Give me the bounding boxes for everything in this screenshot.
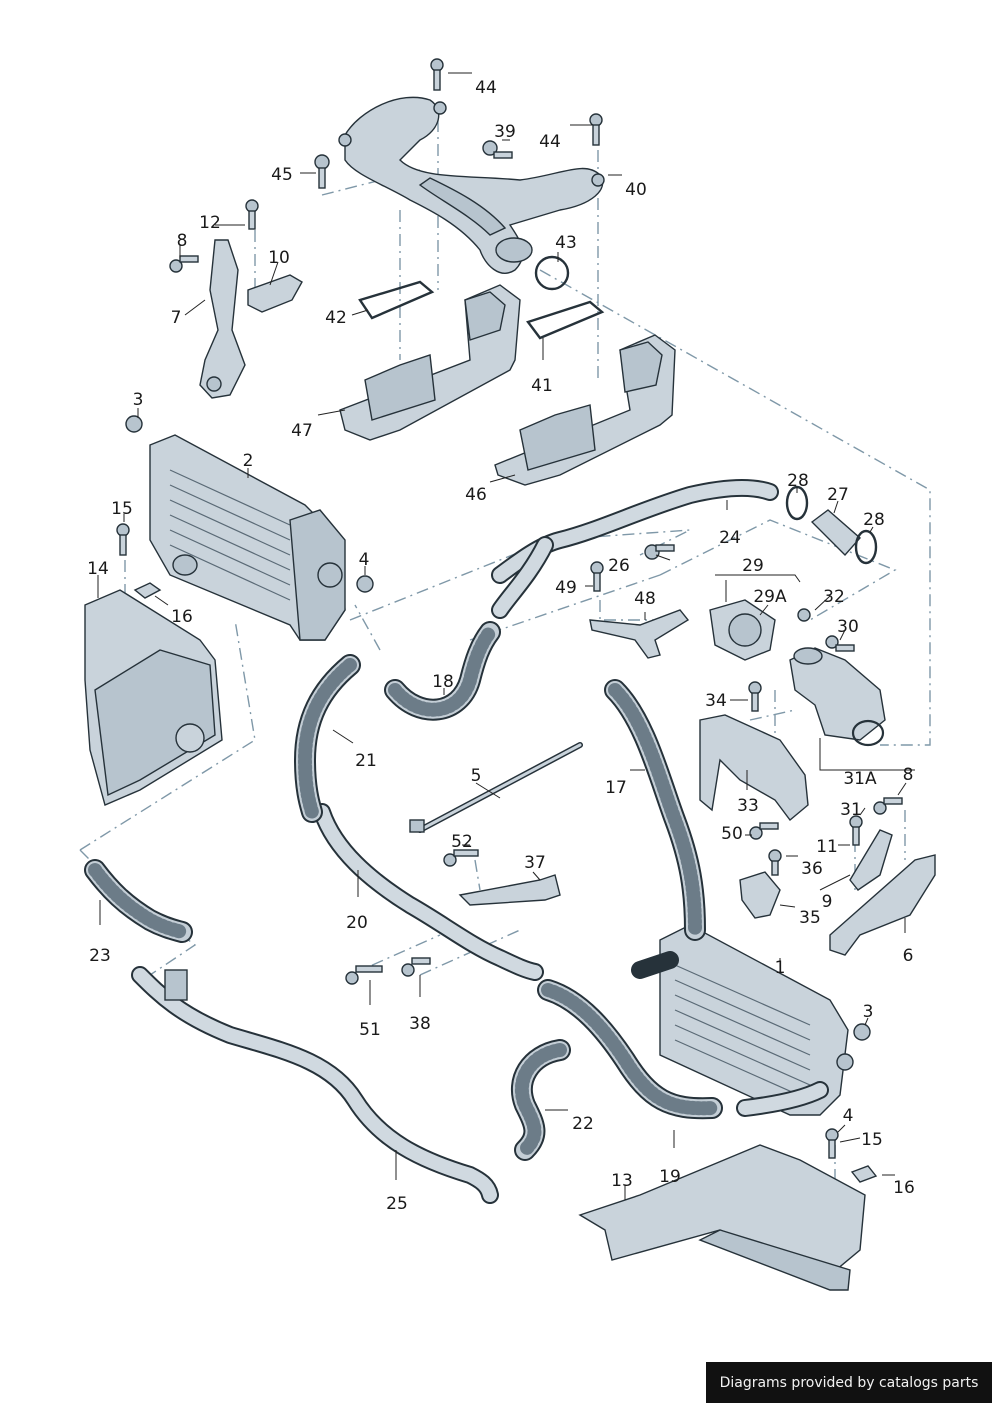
callout-label: 15 bbox=[861, 1130, 883, 1150]
part-7-bracket bbox=[199, 239, 246, 399]
part-27-hose-sleeve bbox=[810, 509, 861, 557]
part-18-hose bbox=[384, 621, 501, 721]
callout-label: 32 bbox=[823, 587, 845, 607]
callout-label: 19 bbox=[659, 1167, 681, 1187]
callout-label: 38 bbox=[409, 1014, 431, 1034]
part-47-manifold-flap-housing bbox=[339, 284, 521, 441]
credit-text: Diagrams provided by catalogs parts bbox=[719, 1374, 979, 1391]
callout-label: 10 bbox=[268, 248, 290, 268]
callout-label: 8 bbox=[903, 765, 914, 785]
callout-label: 17 bbox=[605, 778, 627, 798]
callout-label: 31A bbox=[843, 769, 877, 789]
part-13-air-guide bbox=[578, 1144, 866, 1291]
callout-label: 5 bbox=[471, 766, 482, 786]
part-25-charge-pipe bbox=[131, 966, 499, 1204]
part-33-bracket bbox=[699, 714, 809, 822]
part-9-bracket bbox=[849, 829, 893, 891]
callout-label: 23 bbox=[89, 946, 111, 966]
callout-label: 49 bbox=[555, 578, 577, 598]
callout-label: 20 bbox=[346, 913, 368, 933]
callout-label: 4 bbox=[359, 550, 370, 570]
part-46-manifold-flap-housing bbox=[494, 334, 676, 486]
part-20-charge-pipe bbox=[313, 803, 544, 981]
callout-label: 48 bbox=[634, 589, 656, 609]
callout-label: 28 bbox=[863, 510, 885, 530]
part-2-intercooler bbox=[149, 434, 346, 641]
callout-label: 33 bbox=[737, 796, 759, 816]
callout-label: 24 bbox=[719, 528, 741, 548]
callout-label: 15 bbox=[111, 499, 133, 519]
callout-label: 8 bbox=[177, 231, 188, 251]
callout-label: 2 bbox=[243, 451, 254, 471]
callout-label: 16 bbox=[171, 607, 193, 627]
part-21-hose bbox=[293, 654, 361, 823]
callout-label: 43 bbox=[555, 233, 577, 253]
part-43-o-ring bbox=[534, 255, 570, 291]
part-1-intercooler bbox=[631, 924, 849, 1117]
callout-label: 44 bbox=[475, 78, 497, 98]
part-31A-o-ring bbox=[851, 719, 885, 747]
callout-label: 9 bbox=[822, 892, 833, 912]
credit-banner: Diagrams provided by catalogs parts bbox=[706, 1362, 992, 1403]
part-42-gasket bbox=[358, 280, 435, 320]
fasteners bbox=[116, 58, 903, 1183]
callout-label: 29 bbox=[742, 556, 764, 576]
callout-label: 3 bbox=[863, 1002, 874, 1022]
leader-lines bbox=[97, 72, 915, 1200]
callout-label: 11 bbox=[816, 837, 838, 857]
callout-label: 16 bbox=[893, 1178, 915, 1198]
callout-label: 26 bbox=[608, 556, 630, 576]
callout-label: 4 bbox=[843, 1106, 854, 1126]
callout-label: 22 bbox=[572, 1114, 594, 1134]
callout-labels: 44 39 44 40 45 43 12 8 10 7 42 41 47 46 … bbox=[87, 78, 915, 1214]
callout-label: 31 bbox=[840, 800, 862, 820]
part-10-bracket bbox=[247, 274, 303, 313]
callout-label: 6 bbox=[903, 946, 914, 966]
part-24-charge-pipe bbox=[491, 479, 779, 619]
part-23-hose bbox=[84, 859, 193, 943]
callout-label: 47 bbox=[291, 421, 313, 441]
callout-label: 28 bbox=[787, 471, 809, 491]
callout-label: 3 bbox=[133, 390, 144, 410]
callout-label: 46 bbox=[465, 485, 487, 505]
callout-label: 36 bbox=[801, 859, 823, 879]
part-6-air-guide bbox=[829, 854, 936, 956]
callout-label: 21 bbox=[355, 751, 377, 771]
callout-label: 18 bbox=[432, 672, 454, 692]
part-19-hose bbox=[537, 979, 723, 1120]
callout-label: 30 bbox=[837, 617, 859, 637]
callout-label: 7 bbox=[171, 308, 182, 328]
callout-label: 37 bbox=[524, 853, 546, 873]
part-22-hose bbox=[510, 1039, 571, 1161]
callout-label: 13 bbox=[611, 1171, 633, 1191]
callout-label: 42 bbox=[325, 308, 347, 328]
callout-label: 12 bbox=[199, 213, 221, 233]
callout-label: 1 bbox=[775, 958, 786, 978]
callout-label: 34 bbox=[705, 691, 727, 711]
callout-label: 50 bbox=[721, 824, 743, 844]
callout-label: 41 bbox=[531, 376, 553, 396]
callout-label: 25 bbox=[386, 1194, 408, 1214]
callout-label: 45 bbox=[271, 165, 293, 185]
part-31A-intake-connecting-pipe bbox=[789, 647, 886, 741]
part-37-bracket bbox=[458, 874, 561, 906]
callout-label: 35 bbox=[799, 908, 821, 928]
callout-label: 40 bbox=[625, 180, 647, 200]
part-29-throttle-body bbox=[709, 599, 776, 661]
callout-label: 51 bbox=[359, 1020, 381, 1040]
part-41-gasket bbox=[526, 300, 605, 340]
callout-label: 27 bbox=[827, 485, 849, 505]
part-40-intake-manifold-pipe bbox=[338, 96, 605, 274]
callout-label: 44 bbox=[539, 132, 561, 152]
part-5-cable-tie bbox=[409, 742, 583, 833]
part-48-bracket bbox=[589, 609, 690, 659]
callout-label: 39 bbox=[494, 122, 516, 142]
part-14-air-guide bbox=[84, 589, 223, 806]
callout-label: 52 bbox=[451, 832, 473, 852]
part-35-sensor bbox=[739, 871, 781, 919]
callout-label: 14 bbox=[87, 559, 109, 579]
callout-label: 29A bbox=[753, 587, 787, 607]
part-17-hose bbox=[604, 679, 706, 941]
